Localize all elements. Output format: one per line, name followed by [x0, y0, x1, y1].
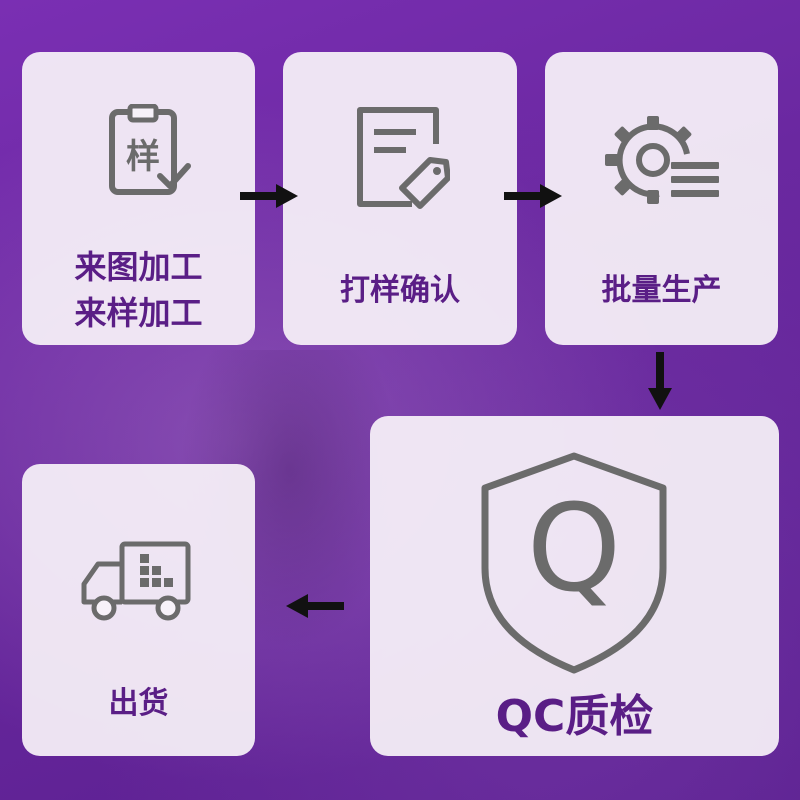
arrow-left	[286, 594, 344, 618]
arrow-down	[648, 352, 672, 410]
mass-production-label: 批量生产	[601, 273, 722, 308]
shield-q-icon: Q	[481, 452, 667, 674]
delivery-truck-icon	[81, 541, 191, 621]
custom-processing-line1: 来图加工	[74, 248, 203, 286]
sample-confirmation-label: 打样确认	[340, 273, 460, 308]
qc-inspection-label: QC质检	[495, 691, 654, 742]
custom-processing-line2: 来样加工	[74, 294, 203, 332]
shield-q-char: Q	[527, 480, 621, 619]
sample-char: 样	[126, 137, 160, 177]
arrow-right-1	[240, 184, 298, 208]
gear-lines-icon	[605, 116, 719, 204]
card-custom-processing: 样 来图加工 来样加工	[22, 52, 255, 345]
document-tag-icon	[357, 107, 450, 209]
sample-clipboard-icon: 样	[109, 104, 191, 195]
card-shipping: 出货	[22, 464, 255, 756]
shipping-label: 出货	[108, 686, 169, 721]
card-qc-inspection: Q QC质检	[370, 416, 779, 756]
card-mass-production: 批量生产	[545, 52, 778, 345]
arrow-right-2	[504, 184, 562, 208]
card-sample-confirmation: 打样确认	[283, 52, 517, 345]
